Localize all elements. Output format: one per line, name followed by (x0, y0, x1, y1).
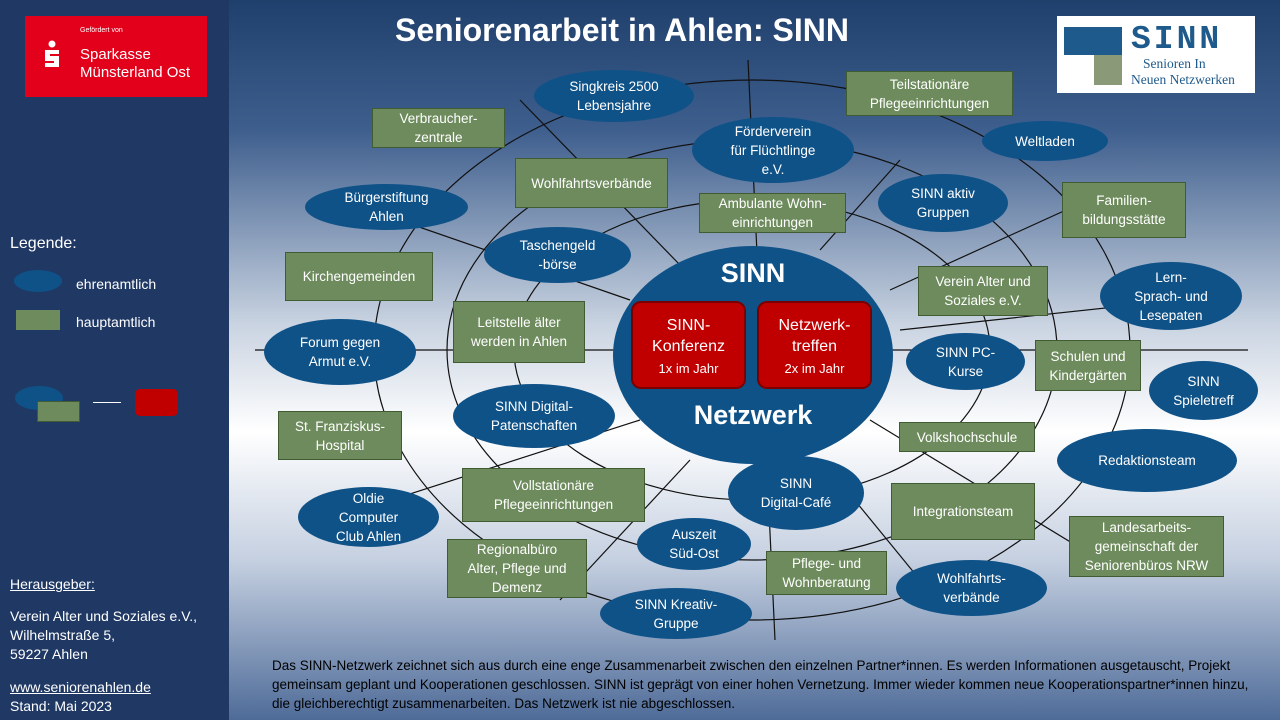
node-sinn-spieletreff[interactable]: SINN Spieletreff (1149, 361, 1258, 420)
publisher-city: 59227 Ahlen (10, 646, 88, 662)
legend-combo-rect (37, 401, 80, 422)
node-landesarbeitsgemeinschaft[interactable]: Landesarbeits- gemeinschaft der Senioren… (1069, 516, 1224, 577)
logo-name: SINN (1131, 21, 1223, 58)
legend-oval-swatch (14, 270, 62, 292)
sinn-konferenz-box[interactable]: SINN- Konferenz 1x im Jahr (631, 301, 746, 389)
node-sinn-digital-cafe[interactable]: SINN Digital-Café (728, 456, 864, 530)
legend-title: Legende: (10, 235, 77, 252)
node-pflege-wohnberatung[interactable]: Pflege- und Wohnberatung (766, 551, 887, 595)
node-sinn-pc-kurse[interactable]: SINN PC- Kurse (906, 333, 1025, 390)
node-sinn-aktiv-gruppen[interactable]: SINN aktiv Gruppen (878, 174, 1008, 232)
node-verbraucherzentrale[interactable]: Verbraucher- zentrale (372, 108, 505, 148)
publisher-street: Wilhelmstraße 5, (10, 627, 116, 643)
legend-rect-label: hauptamtlich (76, 314, 156, 330)
node-weltladen[interactable]: Weltladen (982, 121, 1108, 161)
node-redaktionsteam[interactable]: Redaktionsteam (1057, 429, 1237, 492)
legend-rect-swatch (16, 310, 60, 330)
node-foerderverein[interactable]: Förderverein für Flüchtlinge e.V. (692, 117, 854, 183)
page-title: Seniorenarbeit in Ahlen: SINN (395, 12, 849, 48)
publisher-heading: Herausgeber: (10, 576, 95, 592)
node-volkshochschule[interactable]: Volkshochschule (899, 422, 1035, 452)
sparkasse-logo[interactable]: Gefördert von Sparkasse Münsterland Ost (25, 16, 207, 97)
publisher-org: Verein Alter und Soziales e.V., (10, 608, 198, 624)
node-lern-sprach-lesepaten[interactable]: Lern- Sprach- und Lesepaten (1100, 262, 1242, 330)
node-schulen-kindergaerten[interactable]: Schulen und Kindergärten (1035, 340, 1141, 391)
node-regionalbuero[interactable]: Regionalbüro Alter, Pflege und Demenz (447, 539, 587, 598)
logo-line2: Neuen Netzwerken (1131, 72, 1235, 87)
legend-oval-label: ehrenamtlich (76, 276, 157, 292)
node-auszeit-sued-ost[interactable]: Auszeit Süd-Ost (637, 518, 751, 570)
node-familienbildungsstaette[interactable]: Familien- bildungsstätte (1062, 182, 1186, 238)
sponsor-name: Sparkasse Münsterland Ost (80, 46, 191, 81)
legend-red-swatch (135, 389, 178, 416)
node-teilstationaere-pflege[interactable]: Teilstationäre Pflegeeinrichtungen (846, 71, 1013, 116)
konferenz-frequency: 1x im Jahr (658, 361, 719, 376)
sparkasse-s-icon (45, 40, 59, 67)
web-spoke-ne (819, 159, 901, 251)
konferenz-title: SINN- Konferenz (652, 317, 725, 355)
footer-description: Das SINN-Netzwerk zeichnet sich aus durc… (272, 658, 1249, 711)
sinn-logo: SINN Senioren In Neuen Netzwerken (1057, 16, 1255, 93)
node-leitstelle[interactable]: Leitstelle älter werden in Ahlen (453, 301, 585, 363)
logo-green-bar (1094, 55, 1122, 85)
center-title: SINN (720, 258, 786, 288)
publisher-date: Stand: Mai 2023 (10, 698, 112, 714)
node-oldie-computer-club[interactable]: Oldie Computer Club Ahlen (298, 487, 439, 547)
node-ambulante-wohneinrichtungen[interactable]: Ambulante Wohn- einrichtungen (699, 193, 846, 233)
node-integrationsteam[interactable]: Integrationsteam (891, 483, 1035, 540)
logo-line1: Senioren In (1143, 56, 1206, 71)
node-verein-alter-soziales[interactable]: Verein Alter und Soziales e.V. (918, 266, 1048, 316)
node-kirchengemeinden[interactable]: Kirchengemeinden (285, 252, 433, 301)
node-wohlfahrtsverbaende-ehrenamt[interactable]: Wohlfahrts- verbände (896, 560, 1047, 616)
node-sinn-digital-patenschaften[interactable]: SINN Digital- Patenschaften (453, 384, 615, 448)
node-sinn-kreativ-gruppe[interactable]: SINN Kreativ- Gruppe (600, 588, 752, 639)
netzwerktreffen-box[interactable]: Netzwerk- treffen 2x im Jahr (757, 301, 872, 389)
logo-blue-bar (1064, 27, 1122, 55)
node-vollstationaere-pflege[interactable]: Vollstationäre Pflegeeinrichtungen (462, 468, 645, 522)
sponsor-caption: Gefördert von (80, 27, 123, 34)
treffen-frequency: 2x im Jahr (784, 361, 845, 376)
node-wohlfahrtsverbaende[interactable]: Wohlfahrtsverbände (515, 158, 668, 208)
treffen-title: Netzwerk- treffen (778, 317, 851, 355)
node-taschengeldboerse[interactable]: Taschengeld -börse (484, 227, 631, 283)
node-st-franziskus-hospital[interactable]: St. Franziskus- Hospital (278, 411, 402, 460)
center-subtitle: Netzwerk (693, 400, 813, 430)
publisher-website-link[interactable]: www.seniorenahlen.de (10, 679, 151, 695)
sidebar: Gefördert von Sparkasse Münsterland Ost … (0, 0, 229, 720)
legend-connector-line (93, 402, 121, 403)
node-forum-gegen-armut[interactable]: Forum gegen Armut e.V. (264, 319, 416, 385)
node-singkreis[interactable]: Singkreis 2500 Lebensjahre (534, 70, 694, 122)
node-buergerstiftung[interactable]: Bürgerstiftung Ahlen (305, 184, 468, 230)
